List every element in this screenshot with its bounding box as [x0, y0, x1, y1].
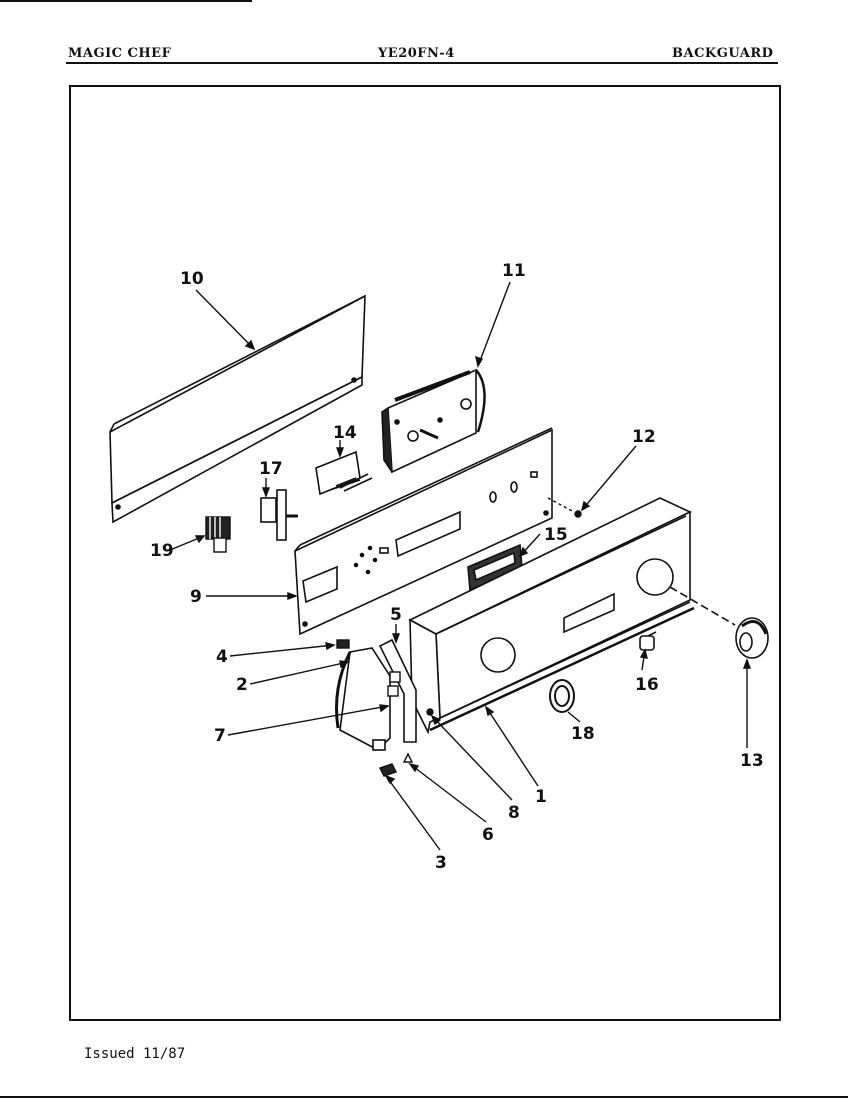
top-rule — [0, 0, 252, 2]
bottom-rule — [0, 1096, 848, 1098]
callout-4: 4 — [216, 647, 228, 667]
part-2-end-cap — [335, 647, 391, 751]
diagram-frame — [69, 85, 781, 1021]
callout-14: 14 — [333, 423, 357, 443]
part-16-small-knob — [639, 631, 657, 651]
callout-5: 5 — [390, 605, 402, 625]
part-5-side-trim — [378, 638, 417, 743]
callout-13: 13 — [740, 751, 764, 771]
part-13-knob — [669, 586, 769, 659]
issued-date: Issued 11/87 — [84, 1046, 186, 1062]
part-14-switch-block — [315, 450, 373, 496]
callout-labels: 10 11 14 17 19 9 12 15 4 2 5 7 8 1 6 3 1… — [150, 261, 764, 873]
part-7-bracket — [387, 671, 401, 697]
section-title: BACKGUARD — [672, 46, 774, 61]
brand-label: MAGIC CHEF — [68, 46, 172, 61]
part-8-screw — [426, 708, 434, 716]
part-3-clip — [379, 763, 397, 777]
callout-18: 18 — [571, 724, 595, 744]
part-1-backguard-housing — [408, 497, 695, 735]
callout-17: 17 — [259, 459, 283, 479]
header-rule — [66, 62, 778, 64]
callout-15: 15 — [544, 525, 568, 545]
callout-12: 12 — [632, 427, 656, 447]
part-12-screw — [547, 497, 582, 518]
part-6-screw — [402, 752, 414, 763]
callout-10: 10 — [180, 269, 204, 289]
callout-9: 9 — [190, 587, 202, 607]
part-17-switch-bracket — [260, 489, 298, 541]
part-15-indicator-lens — [467, 543, 523, 592]
part-10-trim-strip — [109, 294, 366, 524]
callout-1: 1 — [535, 787, 547, 807]
part-9-control-panel — [294, 427, 553, 636]
callout-19: 19 — [150, 541, 174, 561]
part-18-bezel-ring — [549, 679, 575, 713]
part-4-clip — [336, 639, 350, 649]
callout-8: 8 — [508, 803, 520, 823]
callout-3: 3 — [435, 853, 447, 873]
part-19-relay — [205, 516, 231, 553]
callout-7: 7 — [214, 726, 226, 746]
callout-2: 2 — [236, 675, 248, 695]
callout-16: 16 — [635, 675, 659, 695]
leader-lines — [169, 281, 752, 851]
part-11-timer-module — [381, 368, 486, 474]
model-number: YE20FN-4 — [378, 46, 455, 61]
callout-11: 11 — [502, 261, 526, 281]
callout-6: 6 — [482, 825, 494, 845]
